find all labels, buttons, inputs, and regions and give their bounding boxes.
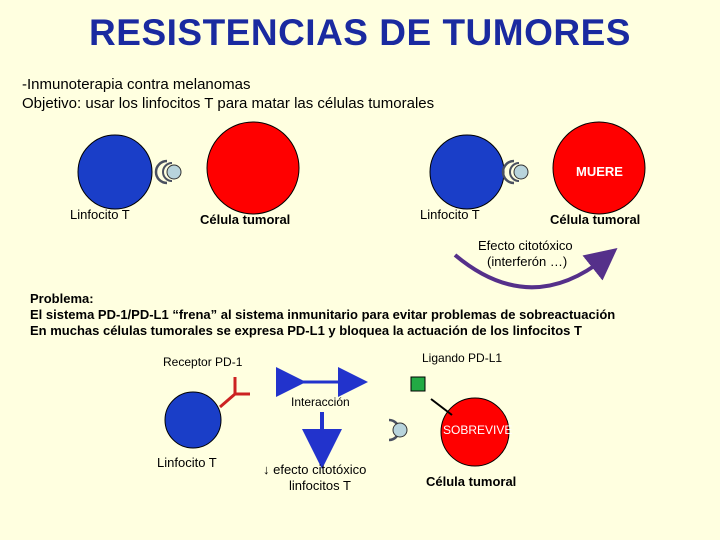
tumor-cell-3 [440,397,510,467]
tumor-label-1: Célula tumoral [200,212,291,227]
tcell-receptor-1 [154,159,182,185]
intro-line-2: Objetivo: usar los linfocitos T para mat… [22,95,435,112]
lymphocyte-cell-2 [429,134,505,210]
lymphocyte-cell-1 [77,134,153,210]
problem-heading: Problema: [30,291,94,306]
tumor-cell-1 [206,121,300,215]
cytotoxic-effect-label-2: (interferón …) [487,254,568,269]
reduced-effect-label-1: ↓ efecto citotóxico [263,462,367,477]
problem-line-1: El sistema PD-1/PD-L1 “frena” al sistema… [30,307,616,322]
problem-line-2: En muchas células tumorales se expresa P… [30,323,582,338]
pd1-receptor [219,377,250,409]
tumor-label-2: Célula tumoral [550,212,641,227]
dies-label: MUERE [576,164,623,179]
survives-label: SOBREVIVE [443,423,513,437]
tumor-cell-2 [552,121,646,215]
interaction-label: Interacción [291,395,350,409]
receptor-pd1-label: Receptor PD-1 [163,355,243,369]
reduced-effect-label-2: linfocitos T [289,478,351,493]
tumor-label-3: Célula tumoral [426,474,517,489]
ligand-pdl1-label: Ligando PD-L1 [422,351,503,365]
lymphocyte-label-1: Linfocito T [70,207,130,222]
tcell-receptor-3 [388,418,408,442]
lymphocyte-label-3: Linfocito T [157,455,217,470]
lymphocyte-cell-3 [164,391,222,449]
pdl1-ligand [410,376,453,416]
cytotoxic-effect-label-1: Efecto citotóxico [478,238,573,253]
tcell-receptor-2 [501,159,529,185]
intro-line-1: -Inmunoterapia contra melanomas [22,76,251,93]
cytotoxic-curved-arrow [453,248,618,290]
lymphocyte-label-2: Linfocito T [420,207,480,222]
page-title: RESISTENCIAS DE TUMORES [89,12,631,53]
